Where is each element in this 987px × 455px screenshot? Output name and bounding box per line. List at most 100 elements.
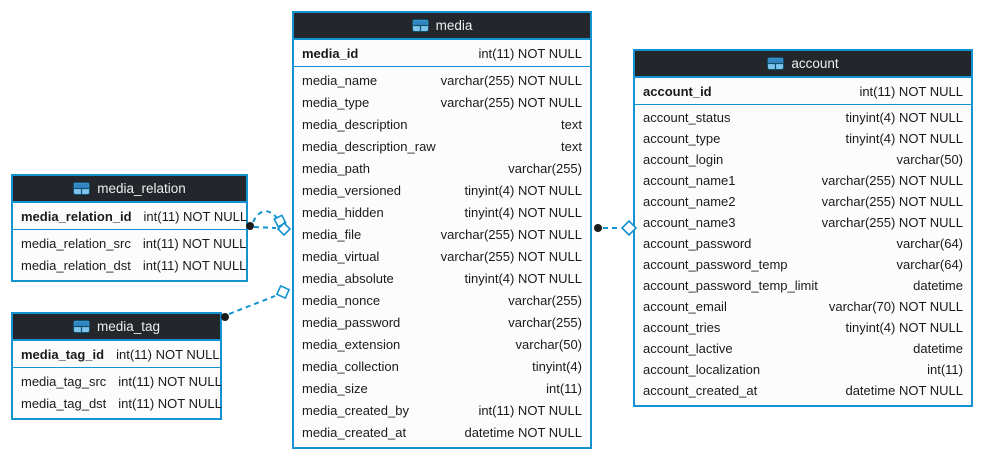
column-type: datetime NOT NULL — [464, 424, 582, 440]
column-name: media_password — [302, 314, 401, 330]
connector-media-relation-to-media — [246, 210, 292, 237]
table-row[interactable]: media_path varchar(255) — [294, 157, 590, 179]
column-name: media_hidden — [302, 204, 384, 220]
column-name: account_name3 — [643, 215, 736, 230]
table-row[interactable]: account_tries tinyint(4) NOT NULL — [635, 317, 971, 338]
column-type: varchar(255) NOT NULL — [821, 215, 963, 230]
column-type: int(11) NOT NULL — [143, 208, 248, 224]
column-type: datetime — [913, 341, 963, 356]
table-row[interactable]: media_password varchar(255) — [294, 311, 590, 333]
column-name: media_id — [302, 45, 359, 61]
column-type: varchar(255) NOT NULL — [821, 194, 963, 209]
column-type: int(11) NOT NULL — [478, 402, 582, 418]
table-media-tag[interactable]: media_tag media_tag_id int(11) NOT NULL … — [11, 312, 222, 420]
column-name: account_id — [643, 83, 712, 99]
table-row[interactable]: account_email varchar(70) NOT NULL — [635, 296, 971, 317]
column-type: int(11) — [927, 362, 963, 377]
table-row[interactable]: media_extension varchar(50) — [294, 333, 590, 355]
table-row[interactable]: media_name varchar(255) NOT NULL — [294, 69, 590, 91]
table-row[interactable]: media_relation_src int(11) NOT NULL — [13, 232, 246, 254]
table-row[interactable]: media_tag_dst int(11) NOT NULL — [13, 392, 222, 414]
table-media-header[interactable]: media — [294, 13, 590, 40]
column-name: media_file — [302, 226, 362, 242]
column-type: tinyint(4) NOT NULL — [464, 204, 582, 220]
column-type: varchar(70) NOT NULL — [828, 299, 963, 314]
connector-diamond-endpoint — [273, 214, 287, 228]
column-type: int(11) NOT NULL — [142, 235, 247, 251]
column-name: media_size — [302, 380, 368, 396]
table-row-pk[interactable]: account_id int(11) NOT NULL — [635, 78, 971, 105]
column-type: datetime — [913, 278, 963, 293]
column-type: text — [561, 116, 582, 132]
column-name: media_tag_src — [21, 373, 107, 389]
table-row[interactable]: media_description_raw text — [294, 135, 590, 157]
table-row[interactable]: account_type tinyint(4) NOT NULL — [635, 128, 971, 149]
column-type: varchar(255) — [508, 160, 582, 176]
column-type: varchar(64) — [896, 236, 963, 251]
column-type: varchar(255) — [508, 292, 582, 308]
connector-media-tag-to-media — [221, 284, 291, 321]
table-row-pk[interactable]: media_id int(11) NOT NULL — [294, 40, 590, 67]
connector-diamond-endpoint — [276, 221, 292, 237]
table-row[interactable]: media_size int(11) — [294, 377, 590, 399]
table-account[interactable]: account account_id int(11) NOT NULL acco… — [633, 49, 973, 407]
table-icon — [73, 182, 91, 195]
table-media-relation[interactable]: media_relation media_relation_id int(11)… — [11, 174, 248, 282]
table-row[interactable]: media_collection tinyint(4) — [294, 355, 590, 377]
table-media-tag-header[interactable]: media_tag — [13, 314, 220, 341]
table-row[interactable]: account_lactive datetime — [635, 338, 971, 359]
table-row[interactable]: media_hidden tinyint(4) NOT NULL — [294, 201, 590, 223]
table-row[interactable]: account_status tinyint(4) NOT NULL — [635, 107, 971, 128]
table-icon — [411, 19, 429, 32]
table-account-header[interactable]: account — [635, 51, 971, 78]
table-row[interactable]: account_name1 varchar(255) NOT NULL — [635, 170, 971, 191]
column-type: varchar(255) NOT NULL — [440, 248, 582, 264]
column-name: media_description_raw — [302, 138, 436, 154]
table-row[interactable]: media_created_at datetime NOT NULL — [294, 421, 590, 443]
column-type: int(11) NOT NULL — [478, 45, 582, 61]
table-media[interactable]: media media_id int(11) NOT NULL media_na… — [292, 11, 592, 449]
table-row[interactable]: media_versioned tinyint(4) NOT NULL — [294, 179, 590, 201]
table-row[interactable]: account_login varchar(50) — [635, 149, 971, 170]
table-row[interactable]: account_name3 varchar(255) NOT NULL — [635, 212, 971, 233]
column-name: account_tries — [643, 320, 721, 335]
column-name: media_absolute — [302, 270, 394, 286]
table-row[interactable]: account_name2 varchar(255) NOT NULL — [635, 191, 971, 212]
table-row[interactable]: media_nonce varchar(255) — [294, 289, 590, 311]
column-name: media_tag_dst — [21, 395, 107, 411]
table-row-pk[interactable]: media_tag_id int(11) NOT NULL — [13, 341, 220, 368]
table-row[interactable]: media_relation_dst int(11) NOT NULL — [13, 254, 246, 276]
column-name: media_path — [302, 160, 370, 176]
table-row[interactable]: account_password_temp varchar(64) — [635, 254, 971, 275]
table-row[interactable]: account_password_temp_limit datetime — [635, 275, 971, 296]
column-type: text — [561, 138, 582, 154]
table-row[interactable]: media_file varchar(255) NOT NULL — [294, 223, 590, 245]
table-row[interactable]: media_virtual varchar(255) NOT NULL — [294, 245, 590, 267]
column-type: int(11) NOT NULL — [118, 373, 222, 389]
table-row[interactable]: media_type varchar(255) NOT NULL — [294, 91, 590, 113]
table-row[interactable]: media_created_by int(11) NOT NULL — [294, 399, 590, 421]
column-name: media_created_at — [302, 424, 407, 440]
table-title: media_tag — [96, 319, 161, 334]
column-name: media_extension — [302, 336, 401, 352]
column-type: int(11) NOT NULL — [859, 83, 963, 99]
table-row[interactable]: account_created_at datetime NOT NULL — [635, 380, 971, 401]
table-media-relation-header[interactable]: media_relation — [13, 176, 246, 203]
table-row[interactable]: account_localization int(11) — [635, 359, 971, 380]
table-row[interactable]: account_password varchar(64) — [635, 233, 971, 254]
column-type: int(11) NOT NULL — [142, 257, 247, 273]
table-row-pk[interactable]: media_relation_id int(11) NOT NULL — [13, 203, 248, 230]
column-name: account_email — [643, 299, 727, 314]
table-icon — [767, 57, 785, 70]
column-type: varchar(255) NOT NULL — [821, 173, 963, 188]
connector-media-to-account — [594, 219, 638, 237]
column-type: tinyint(4) NOT NULL — [845, 131, 963, 146]
column-name: account_password — [643, 236, 752, 251]
table-row[interactable]: media_tag_src int(11) NOT NULL — [13, 370, 222, 392]
column-type: varchar(64) — [896, 257, 963, 272]
table-row[interactable]: media_description text — [294, 113, 590, 135]
column-name: account_name2 — [643, 194, 736, 209]
table-title: media — [435, 18, 473, 33]
table-row[interactable]: media_absolute tinyint(4) NOT NULL — [294, 267, 590, 289]
column-name: media_relation_id — [21, 208, 132, 224]
